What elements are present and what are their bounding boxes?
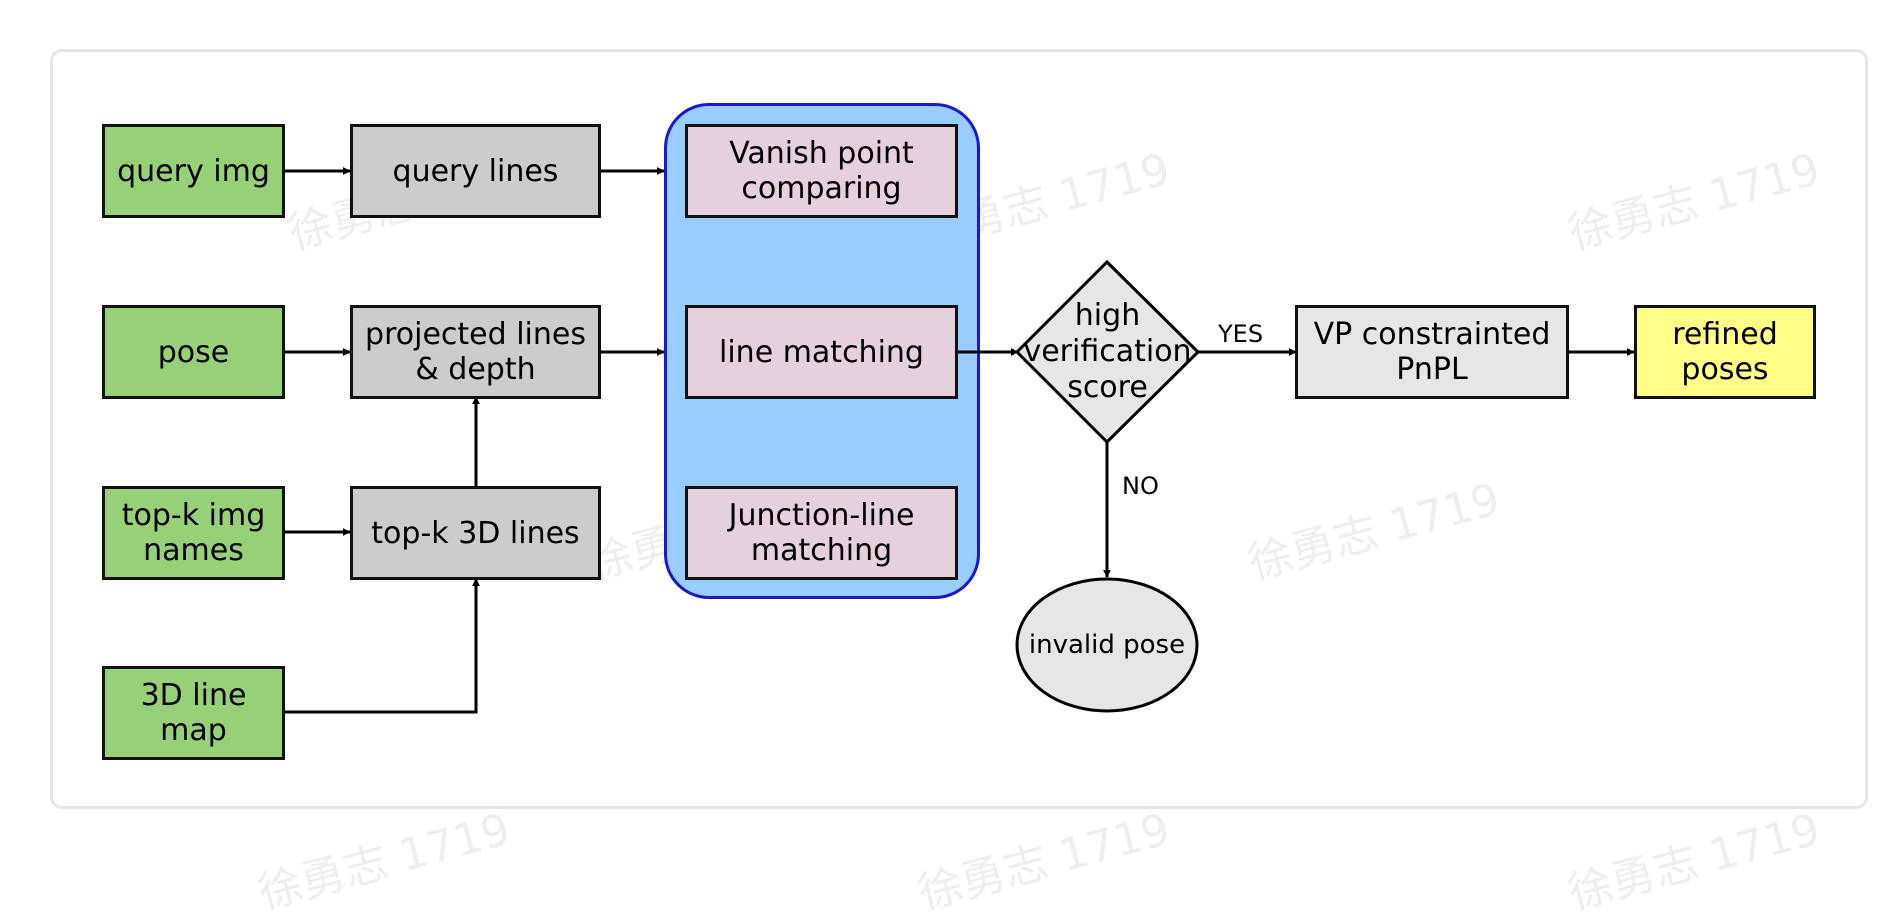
edge-label-no: NO bbox=[1122, 472, 1159, 500]
invalid-pose-label: invalid pose bbox=[1028, 630, 1186, 660]
decision-label: high verification score bbox=[1023, 298, 1192, 405]
decision-diamond bbox=[1014, 259, 1201, 445]
node-topk-3d-lines: top-k 3D lines bbox=[350, 486, 601, 580]
node-3d-line-map: 3D line map bbox=[102, 666, 285, 760]
arrow-line-map-to-topk-lines bbox=[283, 578, 480, 714]
edge-label-yes: YES bbox=[1218, 320, 1264, 348]
node-topk-img-names: top-k img names bbox=[102, 486, 285, 580]
node-query-lines: query lines bbox=[350, 124, 601, 218]
node-pose: pose bbox=[102, 305, 285, 399]
node-projected-lines: projected lines & depth bbox=[350, 305, 601, 399]
node-query-img: query img bbox=[102, 124, 285, 218]
node-vp-pnpl: VP constrainted PnPL bbox=[1295, 305, 1569, 399]
connector-layer bbox=[283, 167, 1635, 714]
invalid-pose-ellipse bbox=[1015, 577, 1199, 713]
node-junction-line: Junction-line matching bbox=[685, 486, 958, 580]
node-refined-poses: refined poses bbox=[1634, 305, 1816, 399]
node-vanish-point: Vanish point comparing bbox=[685, 124, 958, 218]
node-line-matching: line matching bbox=[685, 305, 958, 399]
